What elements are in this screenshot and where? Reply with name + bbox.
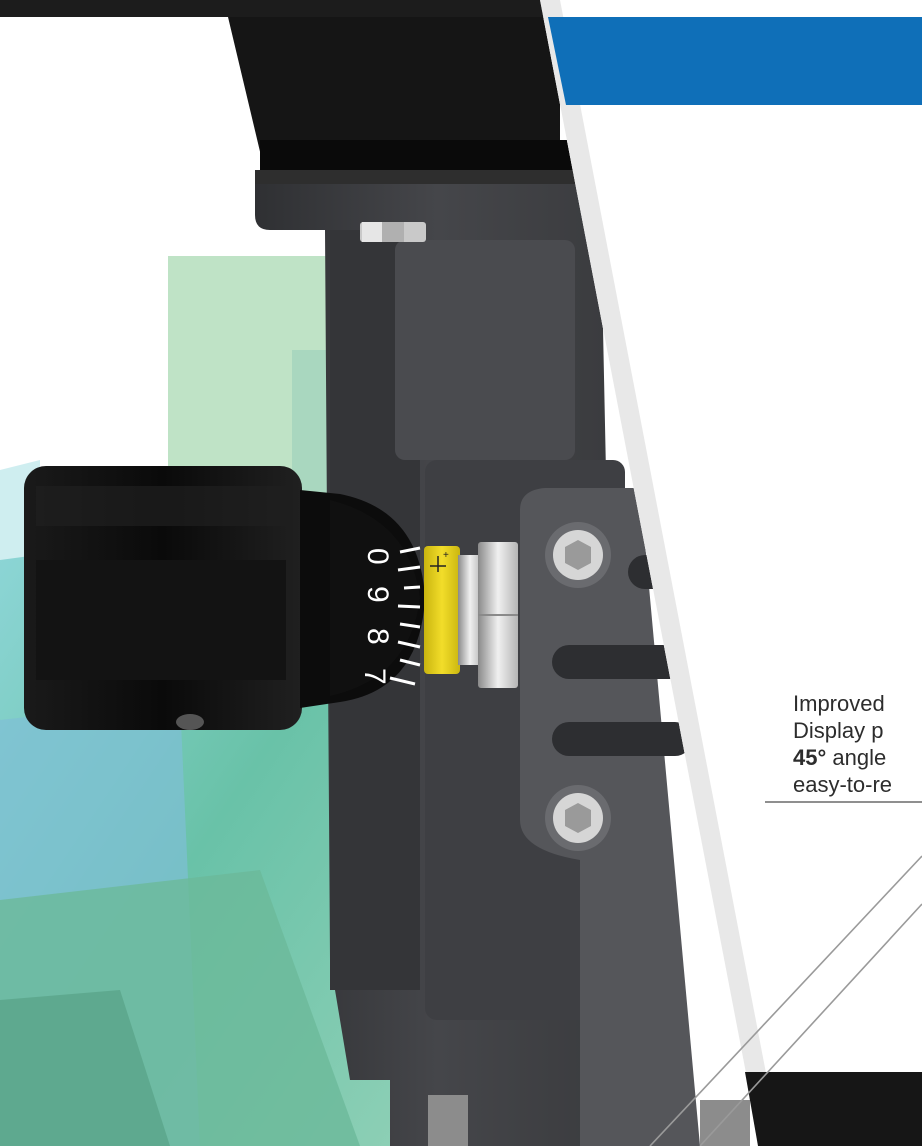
feature-caption: Improved Display p 45° angle easy-to-re (793, 690, 922, 798)
caption-line: Display p (793, 718, 884, 743)
caption-line: easy-to-re (793, 772, 893, 797)
dial-scale: 0 9 8 7 (330, 500, 421, 696)
dial-digit: 7 (358, 668, 391, 685)
dial-digit: 8 (361, 628, 394, 645)
blue-banner (548, 17, 922, 105)
caption-angle-value: 45° (793, 745, 827, 770)
hex-fitting (458, 542, 518, 688)
svg-text:+: + (443, 550, 449, 561)
caption-line: Improved (793, 691, 885, 716)
dial-digit: 9 (361, 586, 394, 603)
dial-digit: 0 (361, 548, 394, 565)
bottom-bar (745, 1072, 922, 1146)
callout-leader-lines (649, 855, 922, 1146)
vent-slot (552, 645, 692, 679)
vent-slot (552, 722, 692, 756)
caption-divider (765, 801, 922, 803)
yellow-indicator-ring: + (424, 546, 460, 674)
info-panel (540, 0, 922, 1146)
socket-bolt-upper (545, 522, 611, 588)
caption-angle-text: angle (826, 745, 887, 770)
upper-tube (228, 17, 560, 160)
caption-line: 45° angle (793, 744, 922, 771)
socket-bolt-lower (545, 785, 611, 851)
hex-bolt-icon (360, 222, 426, 242)
